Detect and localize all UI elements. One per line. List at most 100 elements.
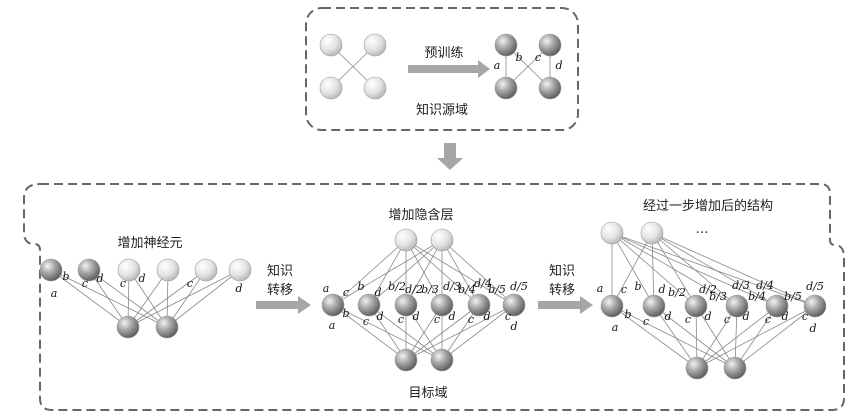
stage1-edge: [127, 269, 207, 328]
stage3-bottom-edge-label: d: [742, 310, 749, 323]
stage2-bottom-edge-label: c: [434, 313, 440, 326]
stage1-input-node: [39, 258, 63, 282]
stage3-hidden-node: [765, 294, 789, 318]
stage3-bottom-edge: [653, 305, 698, 369]
stage3-new-node: [600, 221, 624, 245]
stage3-bottom-edge-label: b: [624, 308, 631, 321]
stage1-output-node: [116, 315, 140, 339]
stage2-bottom-edge-label: d: [376, 310, 383, 323]
transfer-label-1-line2: 转移: [267, 283, 293, 298]
stage2-bottom-edge-label: d: [448, 310, 455, 323]
stage1-edge-label: c: [187, 277, 193, 290]
stage3-new-node: [640, 221, 664, 245]
stage1-edge: [127, 269, 169, 328]
stage1-edge-label: d: [138, 272, 145, 285]
stage2-top-edge-label: b/2: [388, 280, 406, 293]
stage1-edge-label: c: [82, 277, 88, 290]
stage3-top-edge: [611, 232, 653, 307]
stage3-top-edge: [651, 232, 697, 307]
stage3-top-edge: [611, 232, 655, 307]
stage1-edge-label: d: [235, 282, 242, 295]
stage1-edge: [50, 269, 129, 328]
stage1-edge: [127, 269, 241, 328]
stage3-top-edge-label: d/5: [806, 280, 824, 293]
stage2-top-edge-label: c: [343, 286, 349, 299]
stage2-top-edge-label: a: [323, 282, 330, 295]
stage3-top-edge: [651, 232, 655, 307]
pretrain-arrow: [408, 60, 490, 78]
stage3-output-node: [685, 356, 709, 380]
source-trained-node: [494, 33, 518, 57]
down-arrow: [437, 143, 463, 170]
stage2-top-edge-label: d/2: [405, 283, 423, 296]
stage2-top-edge-label: b: [357, 280, 364, 293]
nodes-layer: [39, 33, 827, 380]
transfer-label-2-line1: 知识: [549, 263, 575, 279]
stage2-bottom-edge: [441, 304, 515, 361]
stage2-top-edge: [405, 239, 480, 306]
stage2-top-edge-label: d: [374, 286, 381, 299]
stage2-bottom-edge-label: c: [398, 313, 404, 326]
stage1-input-node: [156, 258, 180, 282]
stage3-top-edge-label: b/3: [709, 290, 727, 303]
stage1-edge-label: c: [120, 277, 126, 290]
stage3-top-edge-label: b/5: [784, 290, 802, 303]
stage3-top-edge-label: d/2: [699, 283, 717, 296]
stage2-top-edge-label: b/5: [488, 283, 506, 296]
source-edge-label: b: [515, 51, 522, 64]
stage3-bottom-edge: [696, 305, 738, 369]
source-trained-node: [494, 76, 518, 100]
stage2-bottom-edge-label: c: [505, 310, 511, 323]
stage3-bottom-edge-label: c: [643, 315, 649, 328]
ellipsis: …: [696, 222, 709, 237]
stage3-bottom-edge: [696, 305, 778, 369]
stage3-top-edge: [651, 232, 778, 307]
transfer-label-2-line2: 转移: [549, 283, 575, 298]
stage2-title: 增加隐含层: [388, 207, 453, 223]
stage1-edge-label: b: [62, 270, 69, 283]
stage3-bottom-edge-label: c: [802, 310, 808, 323]
stage1-edge: [88, 269, 129, 328]
source-domain-caption: 知识源域: [416, 102, 468, 118]
stage3-hidden-node: [803, 294, 827, 318]
stage2-bottom-edge: [405, 304, 480, 361]
source-untrained-node: [363, 33, 387, 57]
stage3-top-edge-label: d/4: [756, 279, 774, 292]
stage2-top-edge: [368, 239, 443, 306]
stage2-bottom-edge-label: d: [483, 310, 490, 323]
stage3-top-edge: [651, 232, 816, 307]
transfer-label-1-line1: 知识: [267, 263, 293, 279]
stage2-new-node: [430, 228, 454, 252]
stage3-output-node: [723, 356, 747, 380]
stage3-top-edge: [611, 232, 697, 307]
pretrain-label: 预训练: [424, 46, 463, 61]
stage2-new-node: [394, 228, 418, 252]
source-untrained-node: [363, 76, 387, 100]
stage3-hidden-node: [725, 294, 749, 318]
stage3-top-edge-label: b/2: [668, 286, 686, 299]
stage3-top-edge-label: b/4: [748, 290, 766, 303]
stage2-top-edge: [441, 239, 480, 306]
stage3-top-edge-label: d: [658, 283, 665, 296]
stage3-bottom-edge: [653, 305, 736, 369]
stage2-top-edge: [405, 239, 443, 306]
source-trained-node: [538, 76, 562, 100]
stage2-bottom-edge: [368, 304, 443, 361]
stage3-top-edge: [611, 232, 816, 307]
stage3-bottom-edge: [696, 305, 816, 369]
stage1-title: 增加神经元: [117, 236, 182, 251]
stage3-bottom-edge-label: c: [685, 313, 691, 326]
source-edge-label: d: [555, 59, 562, 72]
stage2-top-edge-label: d/4: [474, 277, 492, 290]
source-edge-label: a: [494, 59, 501, 72]
stage3-hidden-node: [684, 294, 708, 318]
stage3-title: 经过一步增加后的结构: [643, 198, 773, 214]
stage1-edge-label: d: [96, 272, 103, 285]
source-untrained-node: [319, 33, 343, 57]
stage3-top-edge-label: b: [634, 280, 641, 293]
stage3-hidden-node: [642, 294, 666, 318]
stage2-top-edge-label: b/4: [458, 283, 476, 296]
stage3-bottom-edge-label: c: [724, 313, 730, 326]
stage3-bottom-edge: [611, 305, 736, 369]
